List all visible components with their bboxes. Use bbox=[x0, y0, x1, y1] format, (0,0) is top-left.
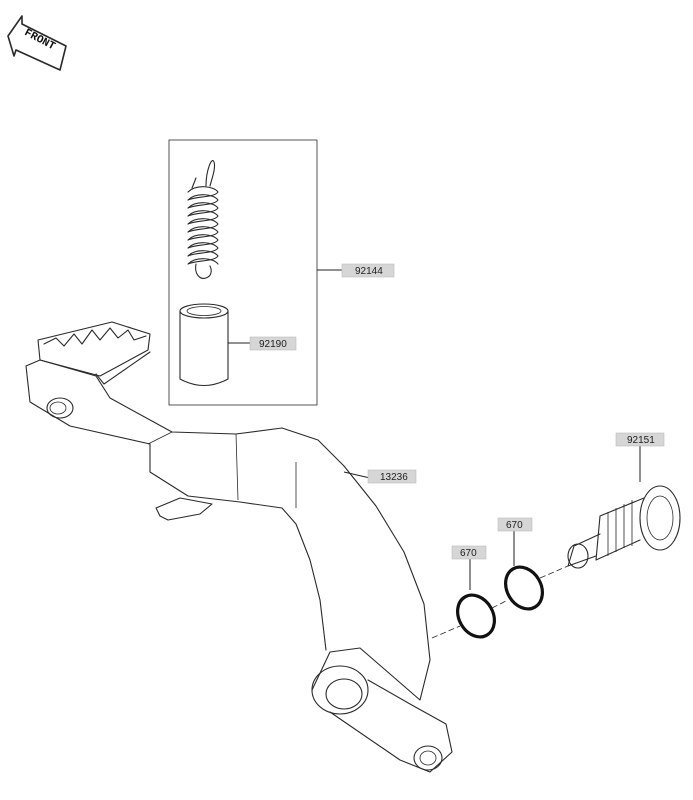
o-ring-right-part bbox=[504, 565, 544, 611]
part-number: 670 bbox=[460, 548, 477, 559]
inset-box bbox=[168, 139, 318, 406]
pivot-bolt-part bbox=[567, 485, 681, 569]
callout-13236[interactable]: 13236 bbox=[367, 469, 417, 484]
axis-line bbox=[431, 565, 569, 639]
brake-pedal-part bbox=[25, 321, 453, 773]
front-label: FRONT bbox=[22, 27, 57, 53]
part-number: 92151 bbox=[627, 435, 655, 446]
o-ring-left-part bbox=[456, 593, 496, 639]
callout-670-left[interactable]: 670 bbox=[451, 545, 487, 560]
part-number: 670 bbox=[506, 520, 523, 531]
collar-part bbox=[179, 303, 229, 387]
front-arrow-icon: FRONT bbox=[7, 15, 67, 71]
callout-670-right[interactable]: 670 bbox=[497, 517, 533, 532]
part-number: 13236 bbox=[380, 472, 408, 483]
callout-92144[interactable]: 92144 bbox=[341, 263, 395, 278]
part-number: 92190 bbox=[259, 339, 287, 350]
part-number: 92144 bbox=[355, 266, 383, 277]
spring-part bbox=[187, 160, 219, 279]
leader-13236 bbox=[343, 471, 371, 479]
callout-92151[interactable]: 92151 bbox=[615, 432, 665, 447]
callout-92190[interactable]: 92190 bbox=[249, 336, 297, 351]
